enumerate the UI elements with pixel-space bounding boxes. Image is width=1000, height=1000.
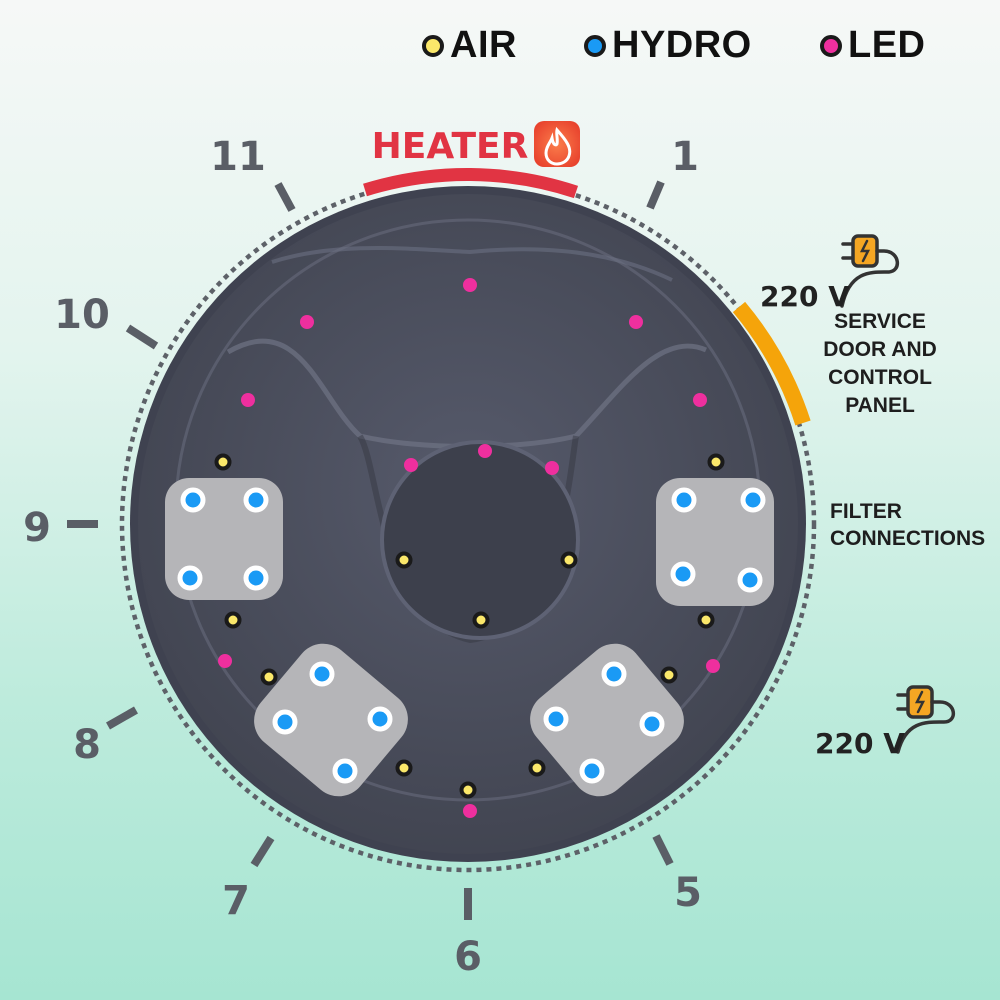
led-lights	[218, 278, 720, 818]
led-light	[693, 393, 707, 407]
hydro-jet	[670, 561, 696, 587]
service-door-label: SERVICE DOOR AND CONTROL PANEL	[820, 308, 940, 420]
tick-8	[106, 706, 138, 730]
hydro-jet	[579, 758, 605, 784]
clock-label-6: 6	[454, 934, 482, 980]
top-seat-contour	[271, 246, 673, 282]
air-jet	[459, 781, 477, 799]
clock-label-11: 11	[210, 134, 266, 180]
air-jet	[528, 759, 546, 777]
air-jet	[560, 551, 578, 569]
legend-item-hydro: HYDRO	[584, 24, 752, 67]
filter-label-line: CONNECTIONS	[830, 527, 986, 550]
air-dot-icon	[422, 34, 444, 57]
air-jet	[697, 611, 715, 629]
plug-icon	[896, 685, 955, 754]
hydro-jet	[180, 487, 206, 513]
dotted-ring	[119, 175, 817, 873]
footwell	[380, 440, 580, 640]
hydro-jet	[671, 487, 697, 513]
hydro-jet	[177, 565, 203, 591]
tick-7	[250, 835, 275, 868]
service-label-line: DOOR AND	[823, 338, 937, 361]
service-panel-arc	[732, 301, 811, 426]
air-jets	[214, 453, 725, 799]
air-jet	[214, 453, 232, 471]
led-light	[706, 659, 720, 673]
legend-item-air: AIR	[422, 24, 517, 67]
clock-label-5: 5	[674, 870, 702, 916]
clock-label-1: 1	[671, 134, 699, 180]
service-label-line: SERVICE	[834, 310, 926, 333]
voltage-label-bottom: 220 V	[815, 727, 905, 760]
air-jet	[395, 759, 413, 777]
clock-label-9: 9	[23, 505, 51, 551]
hydro-dot-icon	[584, 34, 606, 57]
tick-11	[274, 182, 296, 212]
led-light	[463, 278, 477, 292]
hydro-jet	[243, 487, 269, 513]
air-jet	[395, 551, 413, 569]
air-jet	[472, 611, 490, 629]
legend: AIR HYDRO LED	[0, 24, 1000, 70]
clock-label-10: 10	[54, 292, 110, 338]
hydro-jet	[272, 709, 298, 735]
led-light	[218, 654, 232, 668]
led-light	[404, 458, 418, 472]
air-jet	[660, 666, 678, 684]
jet-pad-bottom-left	[254, 643, 408, 797]
led-light	[545, 461, 559, 475]
air-jet	[260, 668, 278, 686]
led-light	[463, 804, 477, 818]
clock-label-8: 8	[73, 722, 101, 768]
led-light	[300, 315, 314, 329]
voltage-label-top: 220 V	[760, 280, 850, 313]
hydro-jet	[332, 758, 358, 784]
hydro-jet	[639, 711, 665, 737]
legend-label: HYDRO	[612, 24, 752, 66]
led-dot-icon	[820, 34, 842, 57]
heater-arc	[363, 168, 579, 199]
hydro-jet	[243, 565, 269, 591]
hydro-jet	[309, 661, 335, 687]
led-light	[241, 393, 255, 407]
service-label-line: PANEL	[845, 394, 915, 417]
clock-ticks	[67, 180, 674, 920]
fire-icon	[534, 121, 580, 167]
hydro-jet	[543, 706, 569, 732]
clock-label-7: 7	[222, 878, 250, 924]
filter-label-line: FILTER	[830, 500, 902, 523]
hydro-jet	[601, 661, 627, 687]
service-label-line: CONTROL	[828, 366, 932, 389]
filter-connections-label: FILTER CONNECTIONS	[830, 498, 985, 552]
legend-label: LED	[848, 24, 926, 66]
legend-item-led: LED	[820, 24, 926, 67]
tick-10	[125, 324, 159, 350]
tick-1	[646, 180, 665, 210]
heater-label: HEATER	[372, 126, 529, 167]
plug-icon	[840, 234, 899, 308]
hydro-jet	[740, 487, 766, 513]
hydro-jet	[367, 706, 393, 732]
jet-pad-bottom-right	[530, 643, 684, 797]
legend-label: AIR	[450, 24, 517, 66]
led-light	[629, 315, 643, 329]
air-jet	[224, 611, 242, 629]
hydro-jet	[737, 567, 763, 593]
led-light	[478, 444, 492, 458]
hydro-jets	[177, 487, 766, 784]
air-jet	[707, 453, 725, 471]
tick-5	[652, 834, 674, 866]
